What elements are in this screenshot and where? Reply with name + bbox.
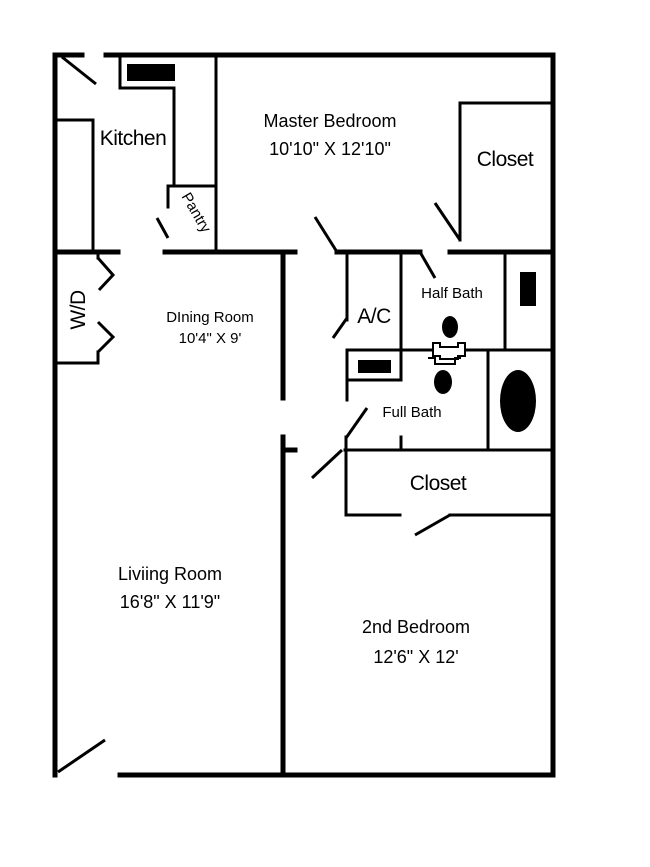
hall-closet-door (414, 513, 451, 537)
kitchen-door (61, 55, 97, 86)
ac-label: A/C (357, 305, 391, 328)
living-room-label: Liviing Room (118, 564, 222, 584)
water-heater (358, 360, 391, 373)
sink (428, 342, 466, 365)
pantry-door (155, 217, 170, 239)
outer-walls (52, 52, 556, 778)
full-bath-door (344, 407, 369, 439)
hall-closet-label: Closet (410, 472, 467, 495)
master-bedroom-dimensions: 10'10" X 12'10" (269, 139, 391, 159)
wd-bifold-door (96, 257, 116, 354)
ac-door (331, 317, 349, 339)
room-labels: Kitchen Pantry Master Bedroom 10'10" X 1… (67, 111, 534, 667)
second-bedroom-dimensions: 12'6" X 12' (373, 647, 458, 667)
half-bath-vanity (520, 272, 536, 306)
dining-room-dimensions: 10'4" X 9' (179, 330, 242, 347)
stove (127, 64, 175, 81)
closet-door (433, 202, 462, 241)
half-bath-toilet (442, 316, 458, 338)
master-closet-label: Closet (477, 148, 534, 171)
interior-walls (52, 53, 556, 778)
kitchen-label: Kitchen (100, 127, 167, 150)
entry-door (57, 738, 106, 774)
wd-label: W/D (67, 290, 90, 330)
half-bath-door (418, 251, 437, 279)
pantry-label: Pantry (178, 190, 215, 236)
bathtub (500, 370, 536, 432)
full-bath-toilet (434, 370, 452, 394)
full-bath-label: Full Bath (382, 404, 441, 421)
half-bath-label: Half Bath (421, 285, 483, 302)
dining-room-label: DIning Room (166, 309, 254, 326)
master-door (313, 216, 339, 253)
master-bedroom-label: Master Bedroom (263, 111, 396, 131)
second-bedroom-label: 2nd Bedroom (362, 617, 470, 637)
second-bedroom-door (310, 448, 344, 480)
living-room-dimensions: 16'8" X 11'9" (120, 592, 220, 612)
